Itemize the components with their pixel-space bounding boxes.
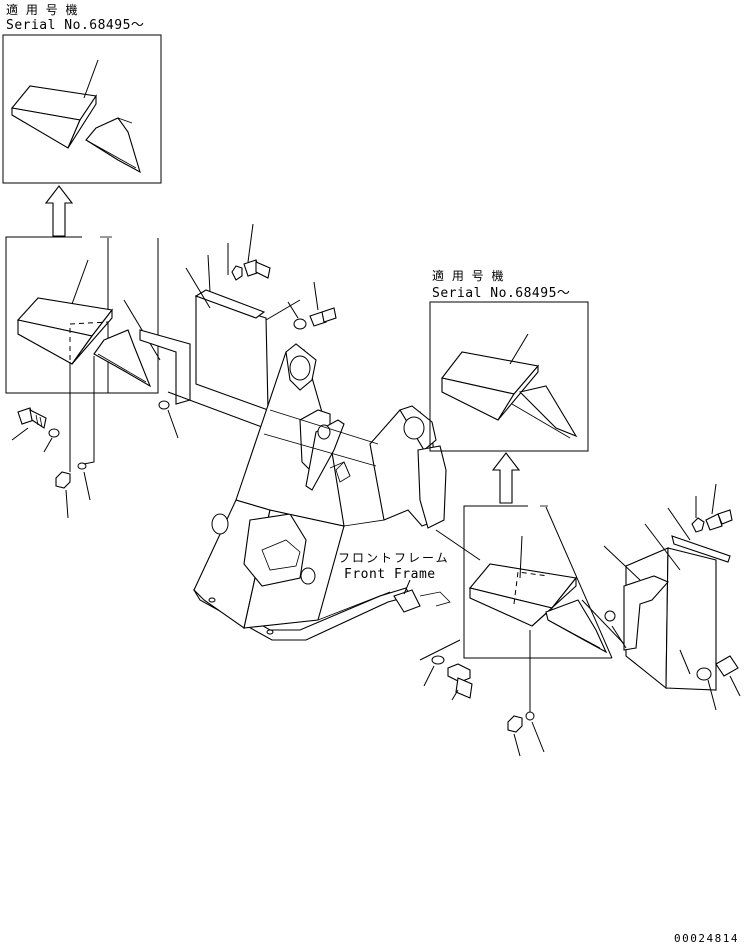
serial-label-right: Serial No.68495～ [432,286,570,301]
step-assembly-box-left [5,236,161,394]
frame-label-en: Front Frame [344,567,436,582]
arrow-up-right-icon [491,452,521,504]
left-side-plate [139,223,337,439]
applicability-jp-label-left: 適 用 号 機 [6,2,79,17]
applicability-jp-label-right: 適 用 号 機 [432,268,505,283]
drawing-code: 00024814 [674,932,739,945]
serial-label-left: Serial No.68495～ [6,18,144,33]
inset-box-right-serial [429,301,589,452]
front-frame [192,343,481,641]
right-side-plate [603,483,741,711]
left-fasteners [11,356,95,519]
arrow-up-left-icon [44,185,74,237]
right-fasteners [419,630,545,757]
step-assembly-box-right [463,505,629,659]
inset-box-left-serial [2,34,162,184]
frame-label-jp: フロントフレーム [338,551,450,565]
